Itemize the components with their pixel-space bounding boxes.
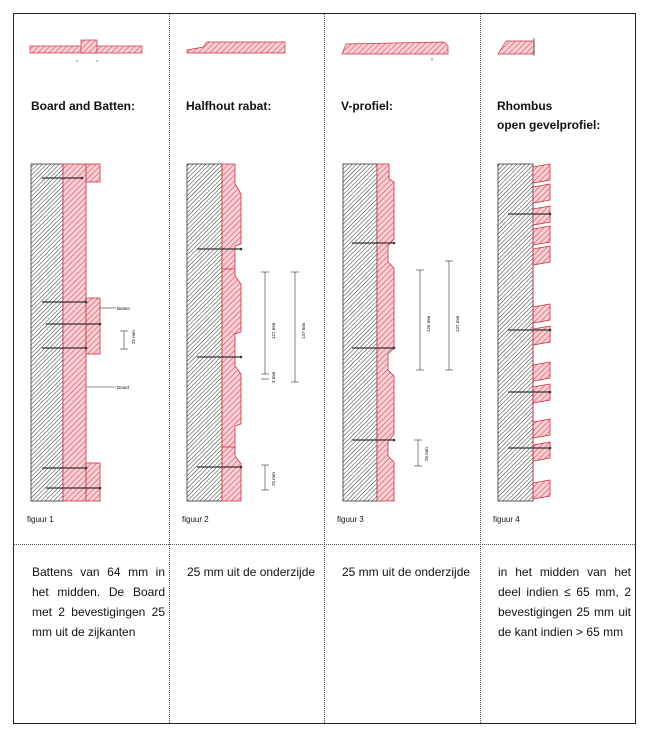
rhombus-slat (532, 325, 551, 346)
screw-head (548, 390, 552, 394)
column-description: 25 mm uit de onderzijde (187, 565, 316, 579)
v-profiel-boards (376, 163, 395, 502)
rhombus-boards (532, 163, 551, 501)
column-title: Rhombus open gevelprofiel: (497, 99, 601, 132)
batten (85, 163, 101, 183)
v-profiel-section-icon (341, 41, 449, 61)
halfhout-section-icon (186, 41, 286, 54)
board-and-batten-drawing: Batten Board 25 mm (29, 39, 143, 502)
column-divider (480, 14, 481, 723)
board (62, 163, 87, 502)
wall (30, 163, 64, 502)
profile-table: Batten Board 25 mm Board and Batten: fig… (13, 13, 636, 724)
dimension-121mm: 121 mm (271, 322, 276, 339)
column-title: V-profiel: (341, 99, 394, 113)
row-divider (14, 544, 635, 545)
figure-caption: figuur 4 (493, 515, 520, 524)
screw-head (548, 328, 552, 332)
screw-head (548, 212, 552, 216)
column-divider (169, 14, 170, 723)
column-rhombus: Rhombus open gevelprofiel: figuur 4 in h… (480, 14, 635, 723)
rhombus-slat (532, 225, 551, 246)
rhombus-slat (532, 441, 551, 462)
rhombus-section-icon (497, 38, 535, 56)
column-title: Board and Batten: (31, 99, 136, 113)
rhombus-slat (532, 205, 551, 226)
column-v-profiel: 126 mm 137 mm 25 mm V-profiel: figuur 3 … (324, 14, 480, 723)
wall (342, 163, 378, 502)
rhombus-slat (532, 245, 551, 266)
board-and-batten-section-icon (29, 39, 143, 62)
column-title: Halfhout rabat: (186, 99, 272, 113)
rhombus-slat (532, 418, 551, 439)
rhombus-slat (532, 183, 551, 204)
board-label: Board (117, 385, 130, 390)
column-description: in het midden van het deel indien ≤ 65 m… (498, 565, 631, 639)
screws (508, 212, 552, 450)
rhombus-slat (532, 163, 551, 184)
dimension-3mm: 3 mm (271, 371, 276, 383)
batten (85, 462, 101, 502)
screws (42, 177, 100, 489)
dimension-137mm: 137 mm (455, 315, 460, 332)
halfhout-rabat-drawing: 121 mm 137 mm 3 mm 25 mm (186, 41, 306, 502)
column-board-and-batten: Batten Board 25 mm Board and Batten: fig… (14, 14, 169, 723)
rhombus-slat (532, 383, 551, 404)
wall (186, 163, 223, 502)
column-divider (324, 14, 325, 723)
batten (85, 297, 101, 355)
rhombus-slat (532, 479, 551, 500)
figure-caption: figuur 3 (337, 515, 364, 524)
dimension-137mm: 137 mm (301, 322, 306, 339)
dimension-label: 25 mm (131, 330, 136, 344)
dimension-25mm: 25 mm (271, 472, 276, 486)
column-description: 25 mm uit de onderzijde (342, 565, 471, 579)
rhombus-drawing (497, 38, 552, 502)
batten-label: Batten (117, 306, 131, 311)
v-profiel-drawing: 126 mm 137 mm 25 mm (341, 41, 460, 502)
figure-caption: figuur 2 (182, 515, 209, 524)
screw-head (548, 446, 552, 450)
dimension-25mm (120, 330, 128, 350)
figure-caption: figuur 1 (27, 515, 54, 524)
rhombus-slat (532, 303, 551, 324)
column-halfhout-rabat: 121 mm 137 mm 3 mm 25 mm Halfhout rabat:… (169, 14, 324, 723)
column-description: Battens van 64 mm in het midden. De Boar… (32, 565, 165, 639)
dimension-25mm: 25 mm (424, 447, 429, 461)
halfhout-boards (221, 163, 242, 502)
dimension-126mm: 126 mm (426, 315, 431, 332)
rhombus-slat (532, 361, 551, 382)
